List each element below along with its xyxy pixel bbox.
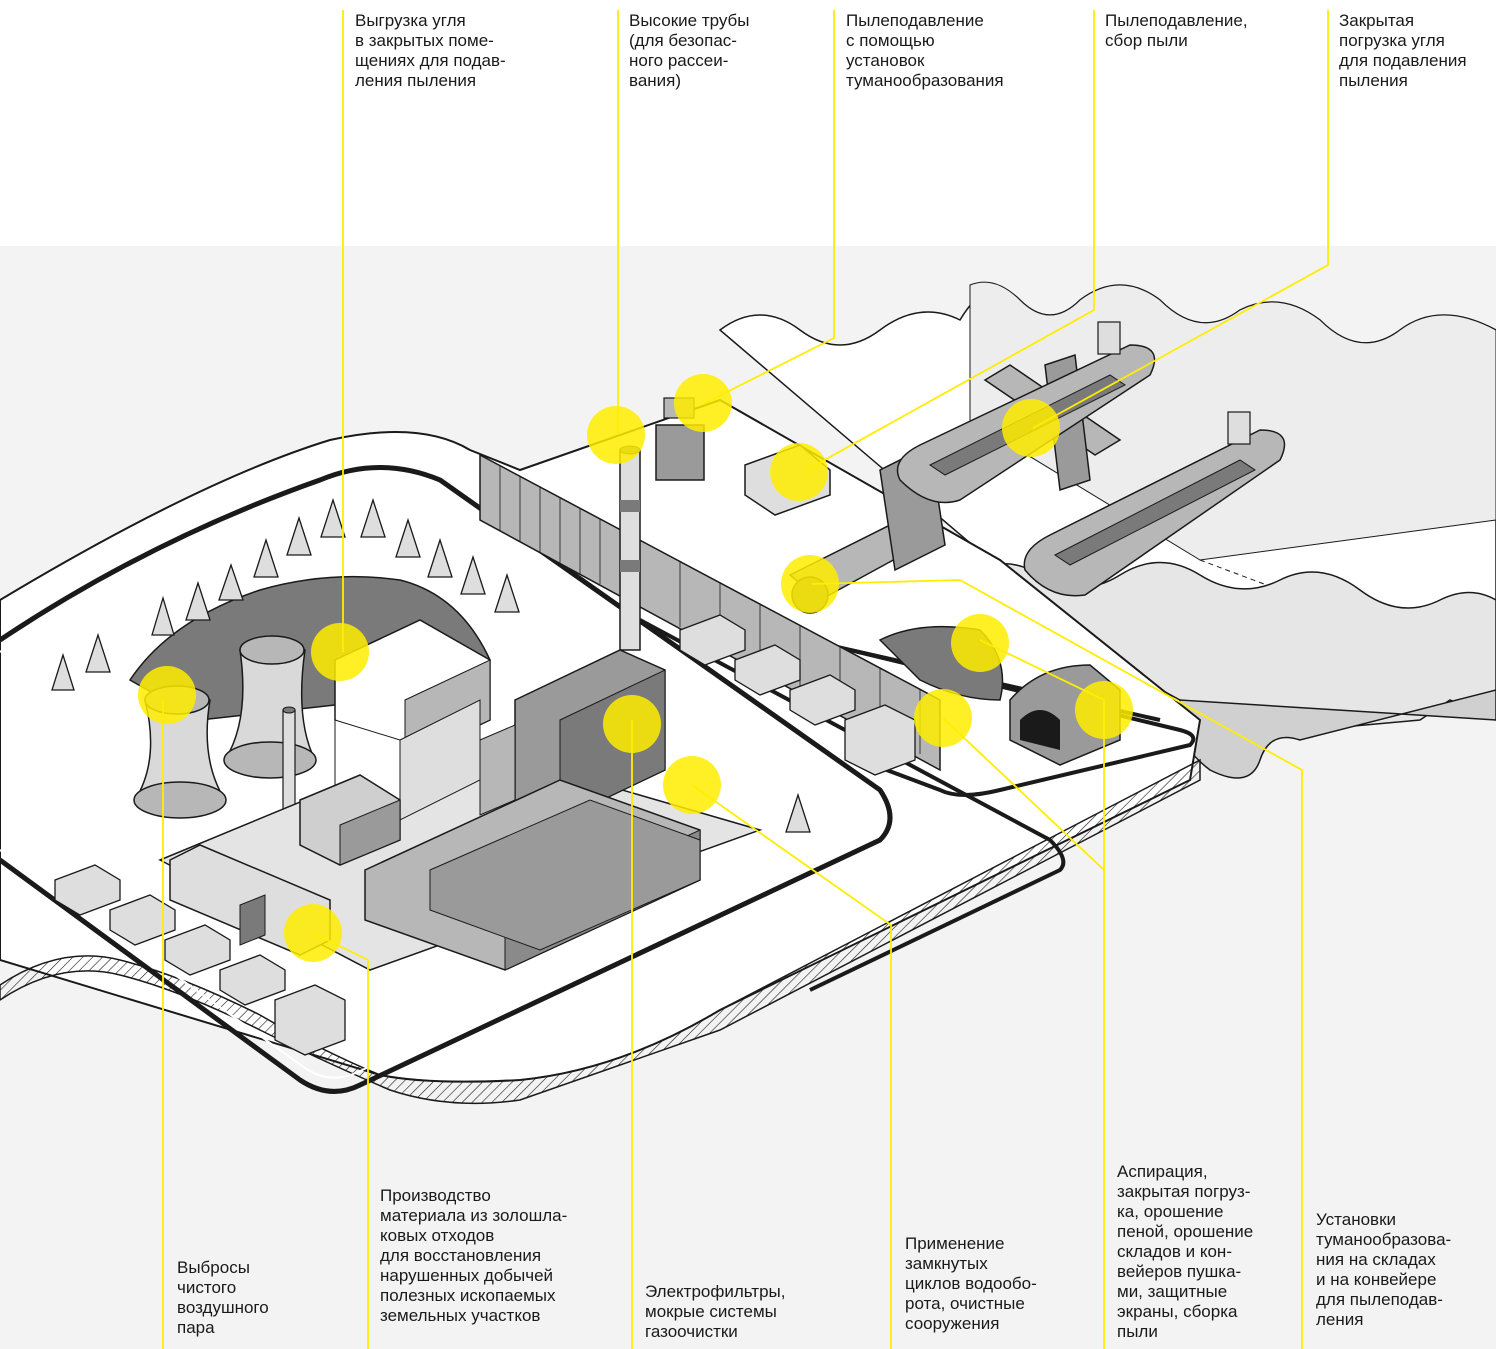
marker-electrofilters <box>603 695 661 753</box>
cargo-ship-2 <box>1023 411 1286 597</box>
marker-stockpile <box>951 614 1009 672</box>
callout-ash-material: Производство материала из золошла- ковых… <box>380 1186 568 1325</box>
callout-tall-stacks: Высокие трубы (для безопас- ного рассеи-… <box>629 11 750 90</box>
platform-edge-hatch <box>0 758 1201 1105</box>
marker-covered-storage <box>1075 681 1133 739</box>
callout-water-cycles: Применение замкнутых циклов водообо- рот… <box>905 1234 1037 1333</box>
callout-coal-unloading: Выгрузка угля в закрытых поме- щениях дл… <box>355 11 506 90</box>
callout-clean-steam: Выбросы чистого воздушного пара <box>177 1258 269 1337</box>
yellow-markers <box>138 374 1133 962</box>
callout-fog-dust-suppression: Пылеподавление с помощью установок туман… <box>846 11 1004 90</box>
coal-unloading-building <box>334 619 491 821</box>
marker-coal-unloading <box>311 623 369 681</box>
coal-train-plant <box>54 864 346 1056</box>
harbor-rail-2 <box>849 648 1196 797</box>
callout-fog-units: Установки туманообразова- ния на складах… <box>1316 1210 1452 1329</box>
callout-electrofilters: Электрофильтры, мокрые системы газоочист… <box>645 1282 786 1341</box>
marker-conveyor-end <box>914 689 972 747</box>
marker-fog-cannon <box>674 374 732 432</box>
marker-ship-loader <box>1002 399 1060 457</box>
trees <box>51 497 811 833</box>
callout-closed-loading: Закрытая погрузка угля для подавления пы… <box>1339 11 1467 90</box>
callout-aspiration: Аспирация, закрытая погруз- ка, орошение… <box>1117 1162 1254 1341</box>
coal-train-port <box>679 614 916 776</box>
railway-inner <box>0 480 875 1079</box>
marker-clean-steam <box>138 666 196 724</box>
tall-chimney <box>619 445 641 651</box>
marker-water <box>663 756 721 814</box>
marker-tall-stacks <box>587 406 645 464</box>
road-loop-2 <box>639 618 1066 992</box>
marker-fog-truck <box>770 443 828 501</box>
marker-stacker <box>781 555 839 613</box>
marker-ash-building <box>284 904 342 962</box>
water-treatment-building <box>299 774 401 866</box>
callout-dust-collection: Пылеподавление, сбор пыли <box>1105 11 1248 50</box>
railway-outer <box>0 465 893 1094</box>
